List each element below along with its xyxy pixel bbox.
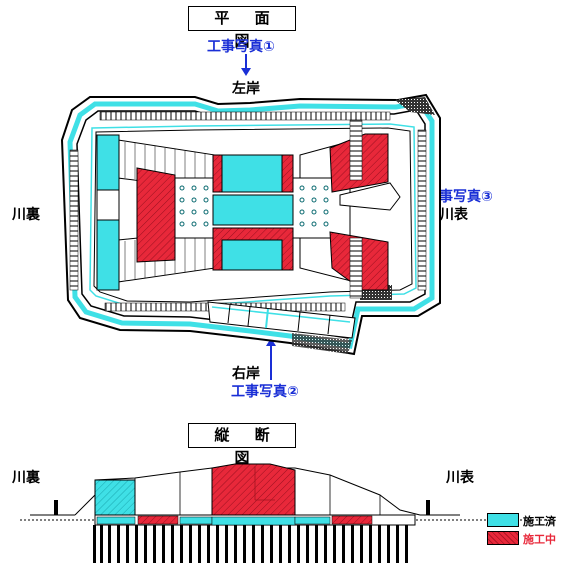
photo-1-label: 工事写真① (207, 39, 275, 55)
section-view-title: 縦 断 図 (188, 423, 296, 467)
legend-label-in-progress: 施工中 (523, 533, 556, 546)
legend-swatch-done (487, 513, 519, 527)
left-bank-label: 左岸 (232, 81, 260, 97)
plan-view-title: 平 面 図 (188, 6, 296, 50)
river-front-section-label: 川表 (446, 470, 474, 486)
photo-3-label: 工事写真③ (425, 189, 493, 205)
photo-2-label: 工事写真② (231, 384, 299, 400)
river-front-plan-label: 川表 (440, 207, 468, 223)
river-back-section-label: 川裏 (12, 470, 40, 486)
legend-label-done: 施工済 (523, 515, 556, 528)
river-back-plan-label: 川裏 (12, 207, 40, 223)
photo-1-arrow (241, 54, 251, 76)
legend-swatch-in-progress (487, 531, 519, 545)
weir-structure-plan (96, 119, 401, 299)
photo-2-arrow (266, 338, 276, 380)
weir-structure-section (20, 463, 555, 563)
right-bank-label: 右岸 (232, 366, 260, 382)
right-bank-structure (207, 301, 356, 339)
